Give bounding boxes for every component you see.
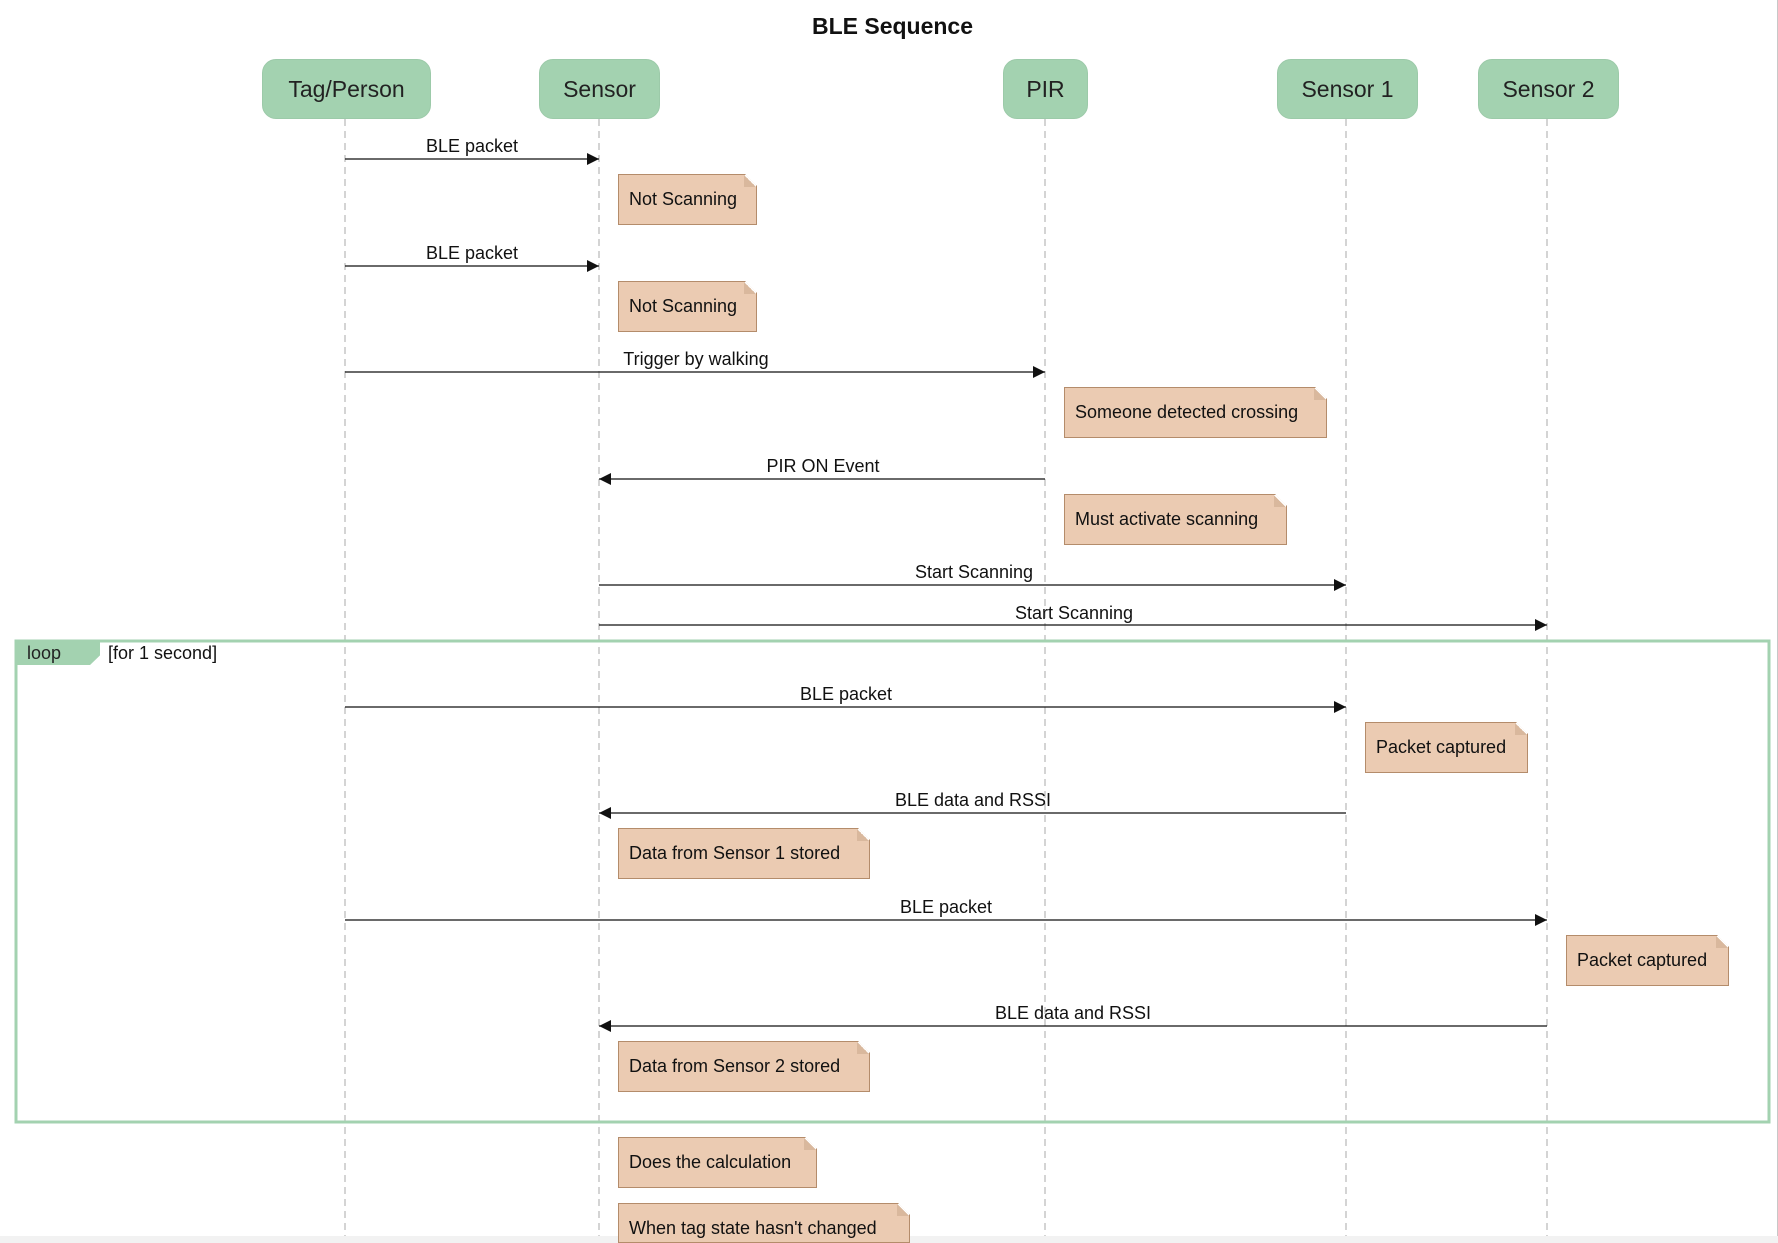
note: Not Scanning: [618, 281, 757, 332]
note: Must activate scanning: [1064, 494, 1287, 545]
participant-pir[interactable]: PIR: [1003, 59, 1088, 119]
participant-sensor-2[interactable]: Sensor 2: [1478, 59, 1619, 119]
message-label: BLE packet: [425, 136, 519, 156]
note: Packet captured: [1365, 722, 1528, 773]
note: Someone detected crossing: [1064, 387, 1327, 438]
participant-label: Sensor 1: [1301, 75, 1394, 102]
note: Data from Sensor 2 stored: [618, 1041, 870, 1092]
note: Data from Sensor 1 stored: [618, 828, 870, 879]
loop-condition: [for 1 second]: [108, 643, 218, 663]
message-label: BLE packet: [799, 684, 893, 704]
loop-frame: [14, 639, 1771, 1124]
loop-keyword: loop: [17, 641, 100, 665]
note: When tag state hasn't changed: [618, 1203, 910, 1243]
note: Does the calculation: [618, 1137, 817, 1188]
participant-label: Tag/Person: [288, 75, 405, 102]
participant-label: Sensor 2: [1502, 75, 1595, 102]
participant-label: Sensor: [563, 75, 636, 102]
participant-sensor[interactable]: Sensor: [539, 59, 660, 119]
note: Not Scanning: [618, 174, 757, 225]
message-label: BLE packet: [899, 897, 993, 917]
participant-sensor-1[interactable]: Sensor 1: [1277, 59, 1418, 119]
participant-label: PIR: [1026, 75, 1065, 102]
message-label: BLE data and RSSI: [894, 790, 1052, 810]
message-label: PIR ON Event: [766, 456, 880, 476]
participant-tag-person[interactable]: Tag/Person: [262, 59, 431, 119]
message-label: Trigger by walking: [623, 349, 769, 369]
message-label: BLE packet: [425, 243, 519, 263]
note: Packet captured: [1566, 935, 1729, 986]
message-label: Start Scanning: [914, 562, 1034, 582]
message-label: Start Scanning: [1014, 603, 1134, 623]
diagram-title: BLE Sequence: [811, 13, 974, 39]
message-label: BLE data and RSSI: [994, 1003, 1152, 1023]
